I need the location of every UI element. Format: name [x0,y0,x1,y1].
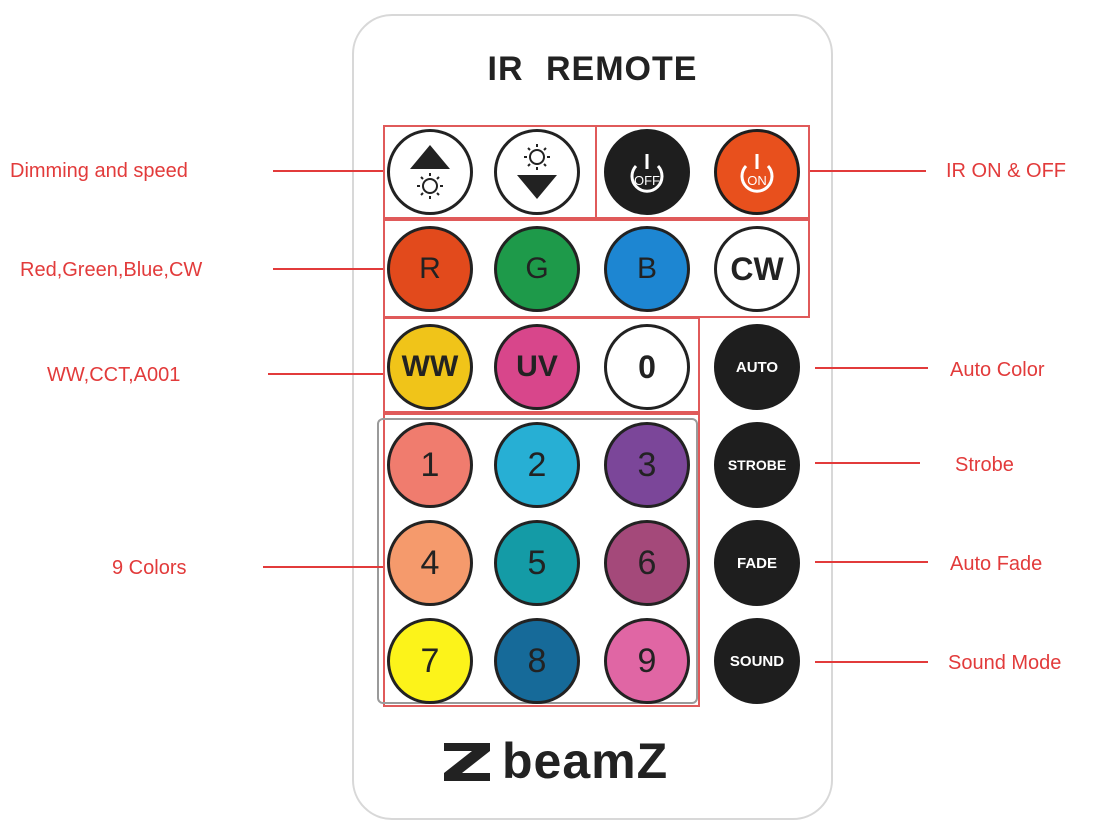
brand-logo: beamZ [440,733,680,789]
cw-button[interactable]: CW [714,226,800,312]
callout-dimming-line [273,170,383,172]
color-6-button[interactable]: 6 [604,520,690,606]
color-9-button[interactable]: 9 [604,618,690,704]
callout-rgbcw-line [273,268,383,270]
callout-auto-fade: Auto Fade [950,553,1043,575]
brand-name: beamZ [502,733,669,789]
on-label: ON [747,173,767,188]
ir-off-button[interactable]: OFF [604,129,690,215]
brand-mark-icon [444,743,490,781]
color-2-button[interactable]: 2 [494,422,580,508]
callout-ir-onoff-line [810,170,926,172]
remote-title: IR REMOTE [487,50,698,88]
green-button[interactable]: G [494,226,580,312]
ww-button[interactable]: WW [387,324,473,410]
color-4-button[interactable]: 4 [387,520,473,606]
uv-button[interactable]: UV [494,324,580,410]
off-label: OFF [634,173,660,188]
callout-ww-cct-line [268,373,383,375]
blue-button[interactable]: B [604,226,690,312]
callout-strobe: Strobe [955,454,1014,476]
group-power [595,125,810,219]
group-nine-colors [383,413,700,707]
strobe-button[interactable]: STROBE [714,422,800,508]
color-8-button[interactable]: 8 [494,618,580,704]
callout-rgbcw: Red,Green,Blue,CW [20,259,203,281]
callout-nine-colors-line [263,566,383,568]
callout-sound-mode-line [815,661,928,663]
color-5-button[interactable]: 5 [494,520,580,606]
zero-button[interactable]: 0 [604,324,690,410]
ir-on-button[interactable]: ON [714,129,800,215]
color-1-button[interactable]: 1 [387,422,473,508]
brightness-up-button[interactable] [387,129,473,215]
power-on-icon: ON [740,154,774,193]
callout-auto-fade-line [815,561,928,563]
callout-strobe-line [815,462,920,464]
fade-button[interactable]: FADE [714,520,800,606]
auto-button[interactable]: AUTO [714,324,800,410]
color-7-button[interactable]: 7 [387,618,473,704]
callout-nine-colors: 9 Colors [112,557,187,579]
callout-dimming: Dimming and speed [10,160,188,182]
brightness-up-icon [410,145,450,199]
color-3-button[interactable]: 3 [604,422,690,508]
red-button[interactable]: R [387,226,473,312]
power-off-icon: OFF [630,154,664,193]
brightness-down-button[interactable] [494,129,580,215]
group-ww-uv-0 [383,317,700,413]
callout-auto-color-line [815,367,928,369]
brightness-down-icon [517,144,557,199]
callout-auto-color: Auto Color [950,359,1045,381]
sound-button[interactable]: SOUND [714,618,800,704]
callout-ir-onoff: IR ON & OFF [946,160,1066,182]
callout-ww-cct: WW,CCT,A001 [47,364,181,386]
callout-sound-mode: Sound Mode [948,652,1062,674]
